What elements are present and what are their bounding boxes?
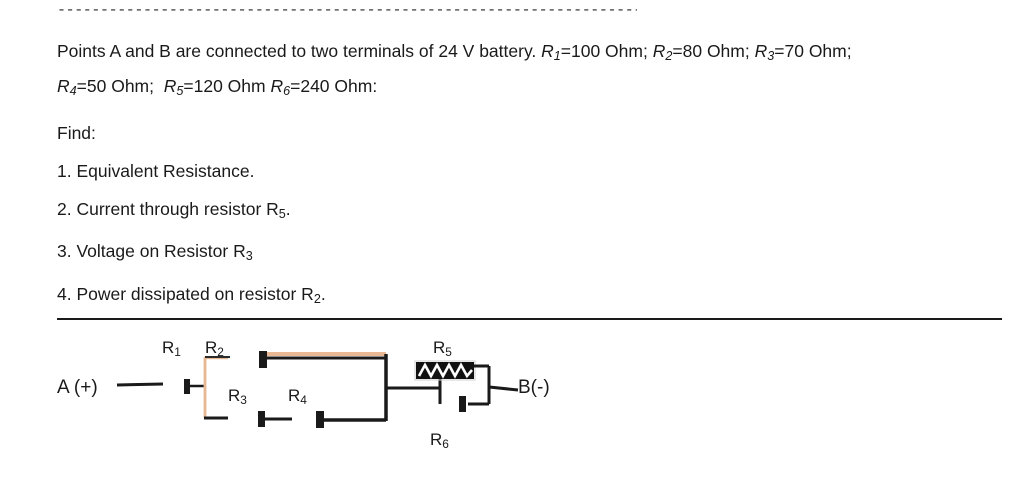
section-divider-rule bbox=[57, 318, 1002, 320]
resistor-label-r1: R1 bbox=[162, 338, 181, 359]
question-1-text: 1. Equivalent Resistance. bbox=[57, 160, 255, 181]
question-item-3: 3. Voltage on Resistor R3 bbox=[57, 236, 987, 271]
question-3-text: Voltage on Resistor R3 bbox=[71, 241, 253, 264]
question-item-2: 2. Current through resistor R5. bbox=[57, 194, 987, 229]
question-4-text: Power dissipated on resistor R2. bbox=[71, 284, 326, 306]
resistor-value-r4: R4=50 Ohm; bbox=[57, 75, 154, 98]
terminal-stub-top-bus bbox=[259, 351, 267, 368]
terminal-stub-r3 bbox=[258, 411, 265, 427]
circuit-diagram: A (+) B(-) R1 R2 R3 R4 R5 R6 bbox=[0, 326, 1024, 482]
terminal-stub-r4 bbox=[316, 411, 324, 428]
terminal-b-label: B(-) bbox=[518, 377, 550, 398]
resistor-value-r2: R2=80 Ohm; bbox=[652, 41, 750, 63]
wire-terminal-b-lead bbox=[488, 385, 519, 392]
problem-statement-intro: Points A and B are connected to two term… bbox=[57, 41, 542, 61]
resistor-label-r3: R3 bbox=[228, 386, 247, 407]
find-heading: Find: bbox=[57, 122, 96, 143]
circuit-schematic-svg bbox=[116, 351, 519, 428]
wire-highlight-branch-r1-r2 bbox=[203, 356, 228, 418]
resistor-value-r3: R3=70 Ohm; bbox=[754, 41, 852, 63]
resistor-label-r5: R5 bbox=[433, 338, 452, 359]
top-dashed-separator: ----------------------------------------… bbox=[57, 2, 637, 19]
question-2-number: 2. bbox=[57, 198, 72, 219]
terminal-stub-r1-left bbox=[184, 379, 190, 394]
resistor-value-r6: R6=240 Ohm: bbox=[270, 75, 378, 98]
resistor-label-r6: R6 bbox=[430, 430, 449, 451]
terminal-stub-r6 bbox=[459, 396, 466, 412]
wire-terminal-a-lead bbox=[116, 382, 164, 387]
question-2-resistor-sub: 5 bbox=[278, 206, 286, 221]
question-3-resistor-sub: 3 bbox=[245, 249, 253, 264]
resistor-value-r1: R1=100 Ohm; bbox=[541, 41, 648, 63]
question-4-number: 4. bbox=[57, 284, 72, 305]
problem-text-block: Points A and B are connected to two term… bbox=[57, 36, 987, 314]
question-4-text-after: . bbox=[320, 284, 326, 305]
resistor-value-r5: R5=120 Ohm bbox=[163, 75, 266, 98]
question-2-text-after: . bbox=[285, 198, 291, 219]
resistor-label-r4: R4 bbox=[288, 386, 307, 407]
problem-statement-line-2: R4=50 Ohm; R5=120 Ohm R6=240 Ohm: bbox=[57, 71, 987, 106]
question-2-text: Current through resistor R5. bbox=[71, 198, 291, 221]
question-item-1: 1. Equivalent Resistance. bbox=[57, 156, 987, 186]
terminal-a-label: A (+) bbox=[57, 377, 98, 398]
question-item-4: 4. Power dissipated on resistor R2. bbox=[57, 279, 987, 314]
resistor-r5-zigzag bbox=[417, 362, 473, 379]
problem-statement-line-1: Points A and B are connected to two term… bbox=[57, 36, 987, 71]
question-4-resistor-sub: 2 bbox=[313, 291, 321, 306]
question-3-number: 3. bbox=[57, 241, 72, 262]
resistor-r5-outline bbox=[414, 360, 476, 381]
resistor-label-r2: R2 bbox=[205, 338, 224, 359]
